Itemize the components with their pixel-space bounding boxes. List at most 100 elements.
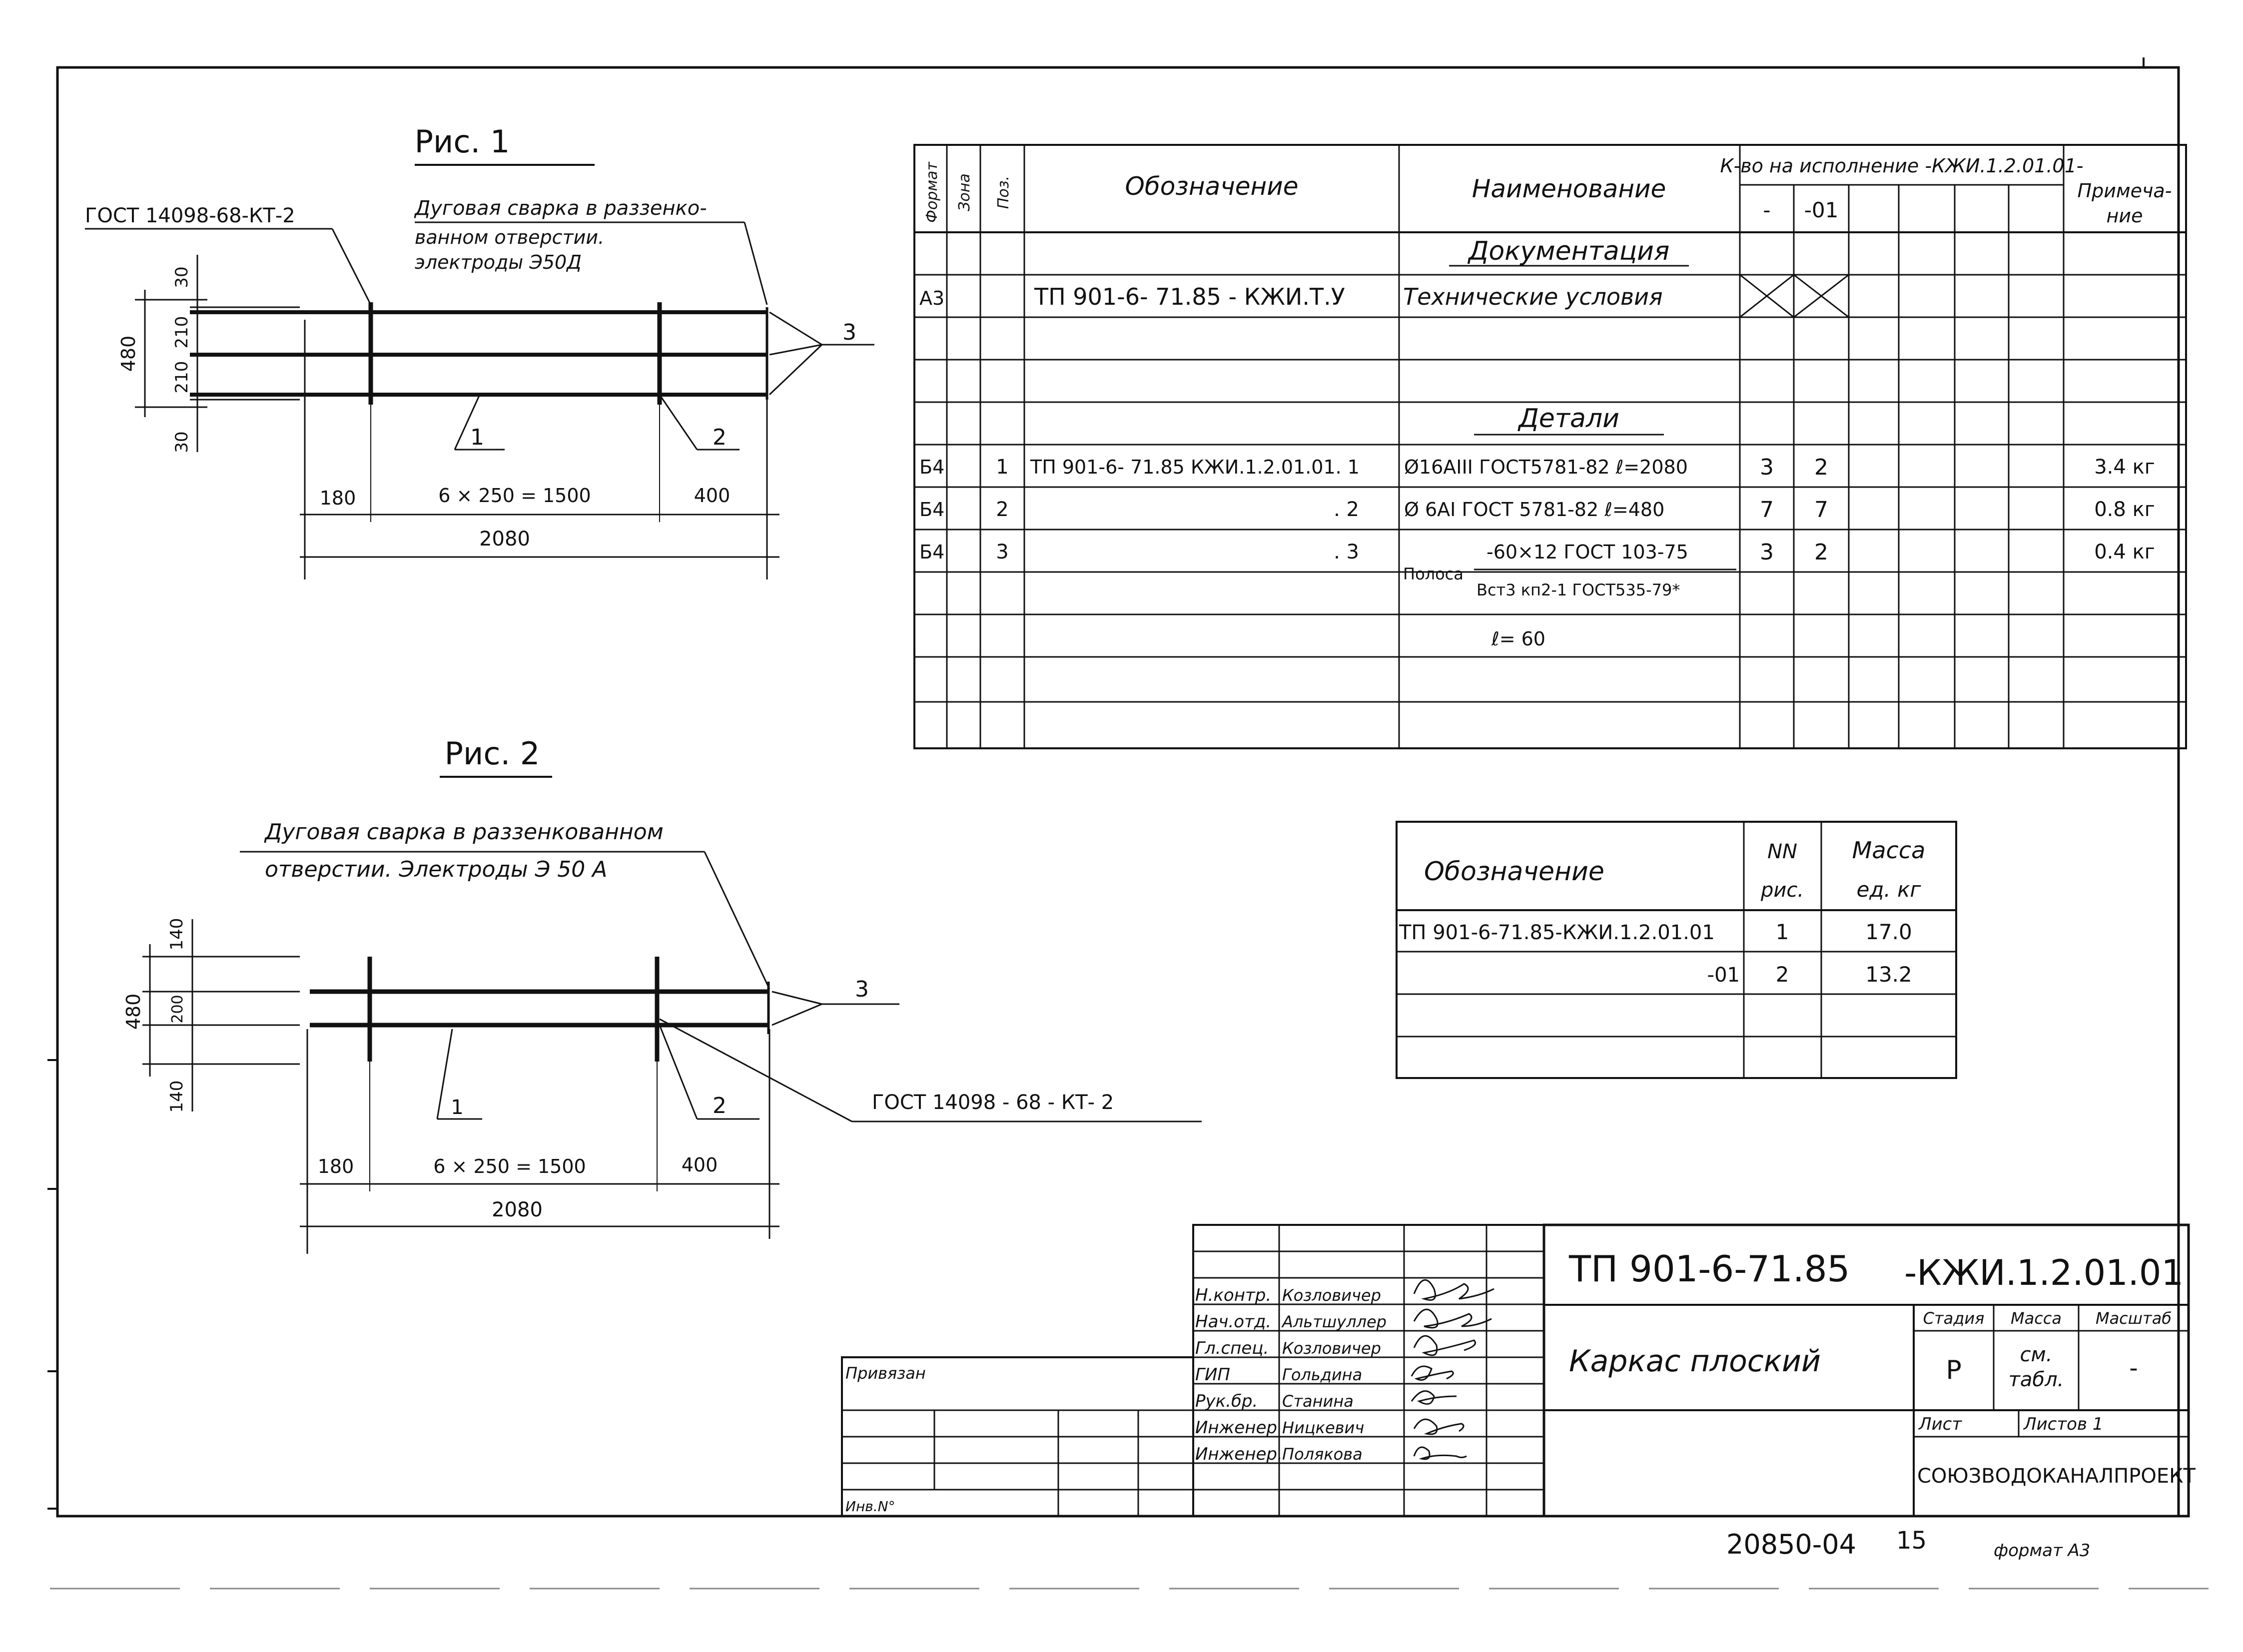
- spec-section-docs: Документация: [1468, 236, 1669, 266]
- figure-2-dim-180: 180: [318, 1155, 354, 1177]
- figure-1-callout-3: 3: [842, 320, 856, 345]
- sheets-label: Листов 1: [2023, 1414, 2103, 1434]
- spec-section-details: Детали: [1517, 404, 1619, 434]
- spec-row-2-note: 3.4 кг: [2094, 456, 2155, 479]
- signatory-row: Гл.спец. Козловичер: [1195, 1338, 1381, 1358]
- signatory-row: Нач.отд. Альтшуллер: [1195, 1312, 1387, 1332]
- table-row: ТП 901-6-71.85-КЖИ.1.2.01.01 1 17.0: [1399, 920, 1912, 944]
- figure-1-dim-30-bottom: 30: [172, 431, 192, 453]
- spec-row-4-name-bottom: Вст3 кп2-1 ГОСТ535-79*: [1477, 580, 1680, 599]
- spec-row-4-pos: 3: [996, 541, 1008, 563]
- scale-label: Масштаб: [2096, 1309, 2172, 1328]
- role-label: Нач.отд.: [1195, 1312, 1271, 1332]
- table-row: Б4 3 . 3 Полоса -60×12 ГОСТ 103-75 Вст3 …: [919, 540, 2155, 650]
- role-label: Инженер: [1195, 1418, 1277, 1438]
- scale-value: -: [2129, 1354, 2138, 1382]
- footer: 20850-04 15 формат А3: [1726, 1527, 2090, 1561]
- spec-row-2-format: Б4: [919, 456, 944, 478]
- mass-row-2-fig: 2: [1776, 962, 1789, 987]
- figure-2-callout-3: 3: [855, 977, 869, 1002]
- role-label: Гл.спец.: [1195, 1338, 1269, 1358]
- spec-row-4-q1: 3: [1760, 540, 1774, 565]
- archive-number: 20850-04: [1726, 1529, 1856, 1560]
- spec-row-4-name-prefix: Полоса: [1403, 564, 1464, 583]
- person-name: Козловичер: [1282, 1286, 1381, 1305]
- figure-2-gost-label: ГОСТ 14098 - 68 - КТ- 2: [872, 1091, 1114, 1114]
- figure-1-title: Рис. 1: [415, 123, 510, 160]
- doc-number: ТП 901-6-71.85: [1568, 1248, 1850, 1290]
- mass-header-designation: Обозначение: [1424, 857, 1604, 887]
- spec-row-4-name-top: -60×12 ГОСТ 103-75: [1487, 541, 1688, 563]
- figure-2-dim-200: 200: [169, 995, 186, 1023]
- spec-row-1-name: Технические условия: [1403, 283, 1663, 310]
- spec-row-3-q1: 7: [1760, 497, 1774, 523]
- spec-header-pos: Поз.: [995, 176, 1012, 209]
- role-label: ГИП: [1195, 1365, 1230, 1385]
- spec-row-2-pos: 1: [996, 456, 1008, 479]
- title-block: Н.контр. Козловичер Нач.отд. Альтшуллер …: [841, 1223, 2196, 1518]
- mass-value-2: табл.: [2009, 1368, 2064, 1391]
- spec-row-4-note: 0.4 кг: [2094, 541, 2155, 563]
- figure-2-callouts: 1 2 3 ГОСТ 14098 - 68 - КТ- 2: [436, 977, 1202, 1122]
- not-applicable-cross-icon: [1739, 274, 1849, 318]
- table-row: А3 ТП 901-6- 71.85 - КЖИ.Т.У Технические…: [919, 274, 1849, 318]
- figure-1-weld-note-2: ванном отверстии.: [415, 226, 604, 248]
- person-name: Козловичер: [1282, 1339, 1381, 1358]
- mass-header-fig-2: рис.: [1760, 879, 1804, 902]
- mass-row-2-mass: 13.2: [1865, 962, 1912, 987]
- figure-2-dim-140-top: 140: [167, 918, 187, 951]
- spec-row-1-format: А3: [919, 287, 944, 309]
- stage-value: Р: [1946, 1355, 1961, 1385]
- spec-row-2-q2: 2: [1814, 455, 1828, 480]
- spec-header-format: Формат: [923, 161, 941, 223]
- spec-row-2-name: Ø16АIII ГОСТ5781-82 ℓ=2080: [1404, 456, 1688, 478]
- figure-2-dim-400: 400: [682, 1154, 718, 1176]
- signature-scribbles: [1411, 1279, 1495, 1460]
- figure-2-dim-480: 480: [122, 994, 144, 1030]
- sheet-label: Лист: [1918, 1414, 1962, 1434]
- person-name: Станина: [1282, 1392, 1354, 1411]
- figure-2-callout-2: 2: [713, 1093, 727, 1118]
- figure-1-weld-note-3: электроды Э50Д: [415, 251, 582, 273]
- figure-1-callout-2: 2: [713, 425, 727, 450]
- spec-row-3-name: Ø 6АI ГОСТ 5781-82 ℓ=480: [1404, 499, 1664, 521]
- spec-row-3-pos: 2: [996, 498, 1008, 521]
- figure-2-dim-1500: 6 × 250 = 1500: [433, 1155, 586, 1177]
- figure-1-dim-30-top: 30: [172, 266, 192, 288]
- person-name: Гольдина: [1282, 1365, 1362, 1384]
- spec-row-3-q2: 7: [1814, 497, 1828, 523]
- figure-1-dim-1500: 6 × 250 = 1500: [438, 485, 591, 507]
- mass-header-fig-1: NN: [1767, 840, 1797, 863]
- role-label: Рук.бр.: [1195, 1391, 1258, 1411]
- figure-2-weld-note-1: Дуговая сварка в раззенкованном: [264, 819, 664, 845]
- item-name: Каркас плоский: [1569, 1344, 1821, 1379]
- figure-1-dim-210-a: 210: [172, 316, 192, 349]
- signatory-row: ГИП Гольдина: [1195, 1365, 1362, 1385]
- table-row: Б4 2 . 2 Ø 6АI ГОСТ 5781-82 ℓ=480 7 7 0.…: [919, 497, 2155, 523]
- figure-1-callouts: 1 2 3: [454, 311, 874, 451]
- role-label: Инженер.: [1195, 1444, 1283, 1464]
- figure-1-dim-180: 180: [320, 487, 356, 509]
- figure-2-frame-geometry: [310, 957, 770, 1062]
- mass-row-2-designation: -01: [1707, 964, 1740, 987]
- bound-label: Привязан: [845, 1364, 926, 1383]
- spec-row-3-designation: . 2: [1334, 498, 1359, 521]
- spec-header-qty-sub-2: -01: [1804, 198, 1839, 222]
- spec-row-2-q1: 3: [1760, 455, 1774, 480]
- spec-row-1-designation: ТП 901-6- 71.85 - КЖИ.Т.У: [1034, 283, 1345, 310]
- figure-1-dim-210-b: 210: [172, 361, 192, 394]
- figure-1-gost-label: ГОСТ 14098-68-КТ-2: [85, 204, 295, 227]
- figure-1-dim-480: 480: [117, 336, 139, 372]
- mass-value-1: см.: [2020, 1343, 2053, 1366]
- mass-row-1-mass: 17.0: [1865, 920, 1912, 944]
- organization-name: СОЮЗВОДОКАНАЛПРОЕКТ: [1917, 1465, 2196, 1488]
- table-row: -01 2 13.2: [1707, 962, 1912, 987]
- spec-header-designation: Обозначение: [1125, 172, 1299, 201]
- figure-1-horizontal-dimensions: 180 6 × 250 = 1500 400 2080: [300, 320, 779, 579]
- spec-header-name: Наименование: [1472, 174, 1666, 203]
- spec-row-4-name-extra: ℓ= 60: [1491, 628, 1545, 650]
- signatory-row: Н.контр. Козловичер: [1195, 1285, 1381, 1305]
- figure-1-dim-2080: 2080: [479, 528, 530, 551]
- person-name: Полякова: [1282, 1445, 1363, 1464]
